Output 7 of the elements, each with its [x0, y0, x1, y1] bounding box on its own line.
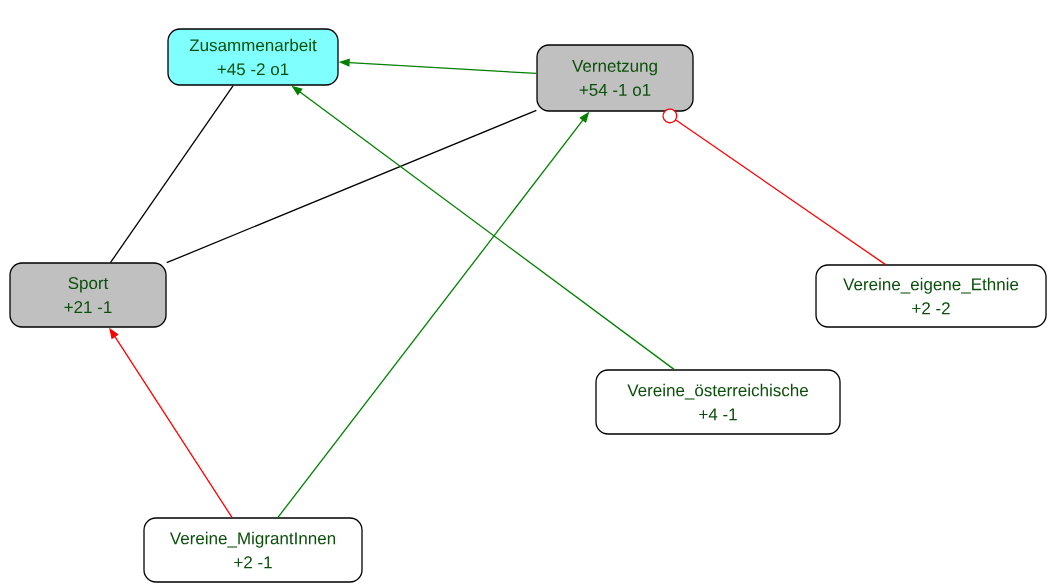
node-box: Sport +21 -1	[9, 262, 167, 328]
node-box: Vereine_österreichische +4 -1	[595, 369, 841, 435]
arrow	[662, 108, 886, 265]
node-box: Vereine_eigene_Ethnie +2 -2	[815, 264, 1047, 328]
node-box: Zusammenarbeit +45 -2 o1	[167, 28, 339, 86]
node-box: Vereine_MigrantInnen +2 -1	[143, 517, 363, 583]
node-box: Vernetzung +54 -1 o1	[536, 44, 694, 112]
